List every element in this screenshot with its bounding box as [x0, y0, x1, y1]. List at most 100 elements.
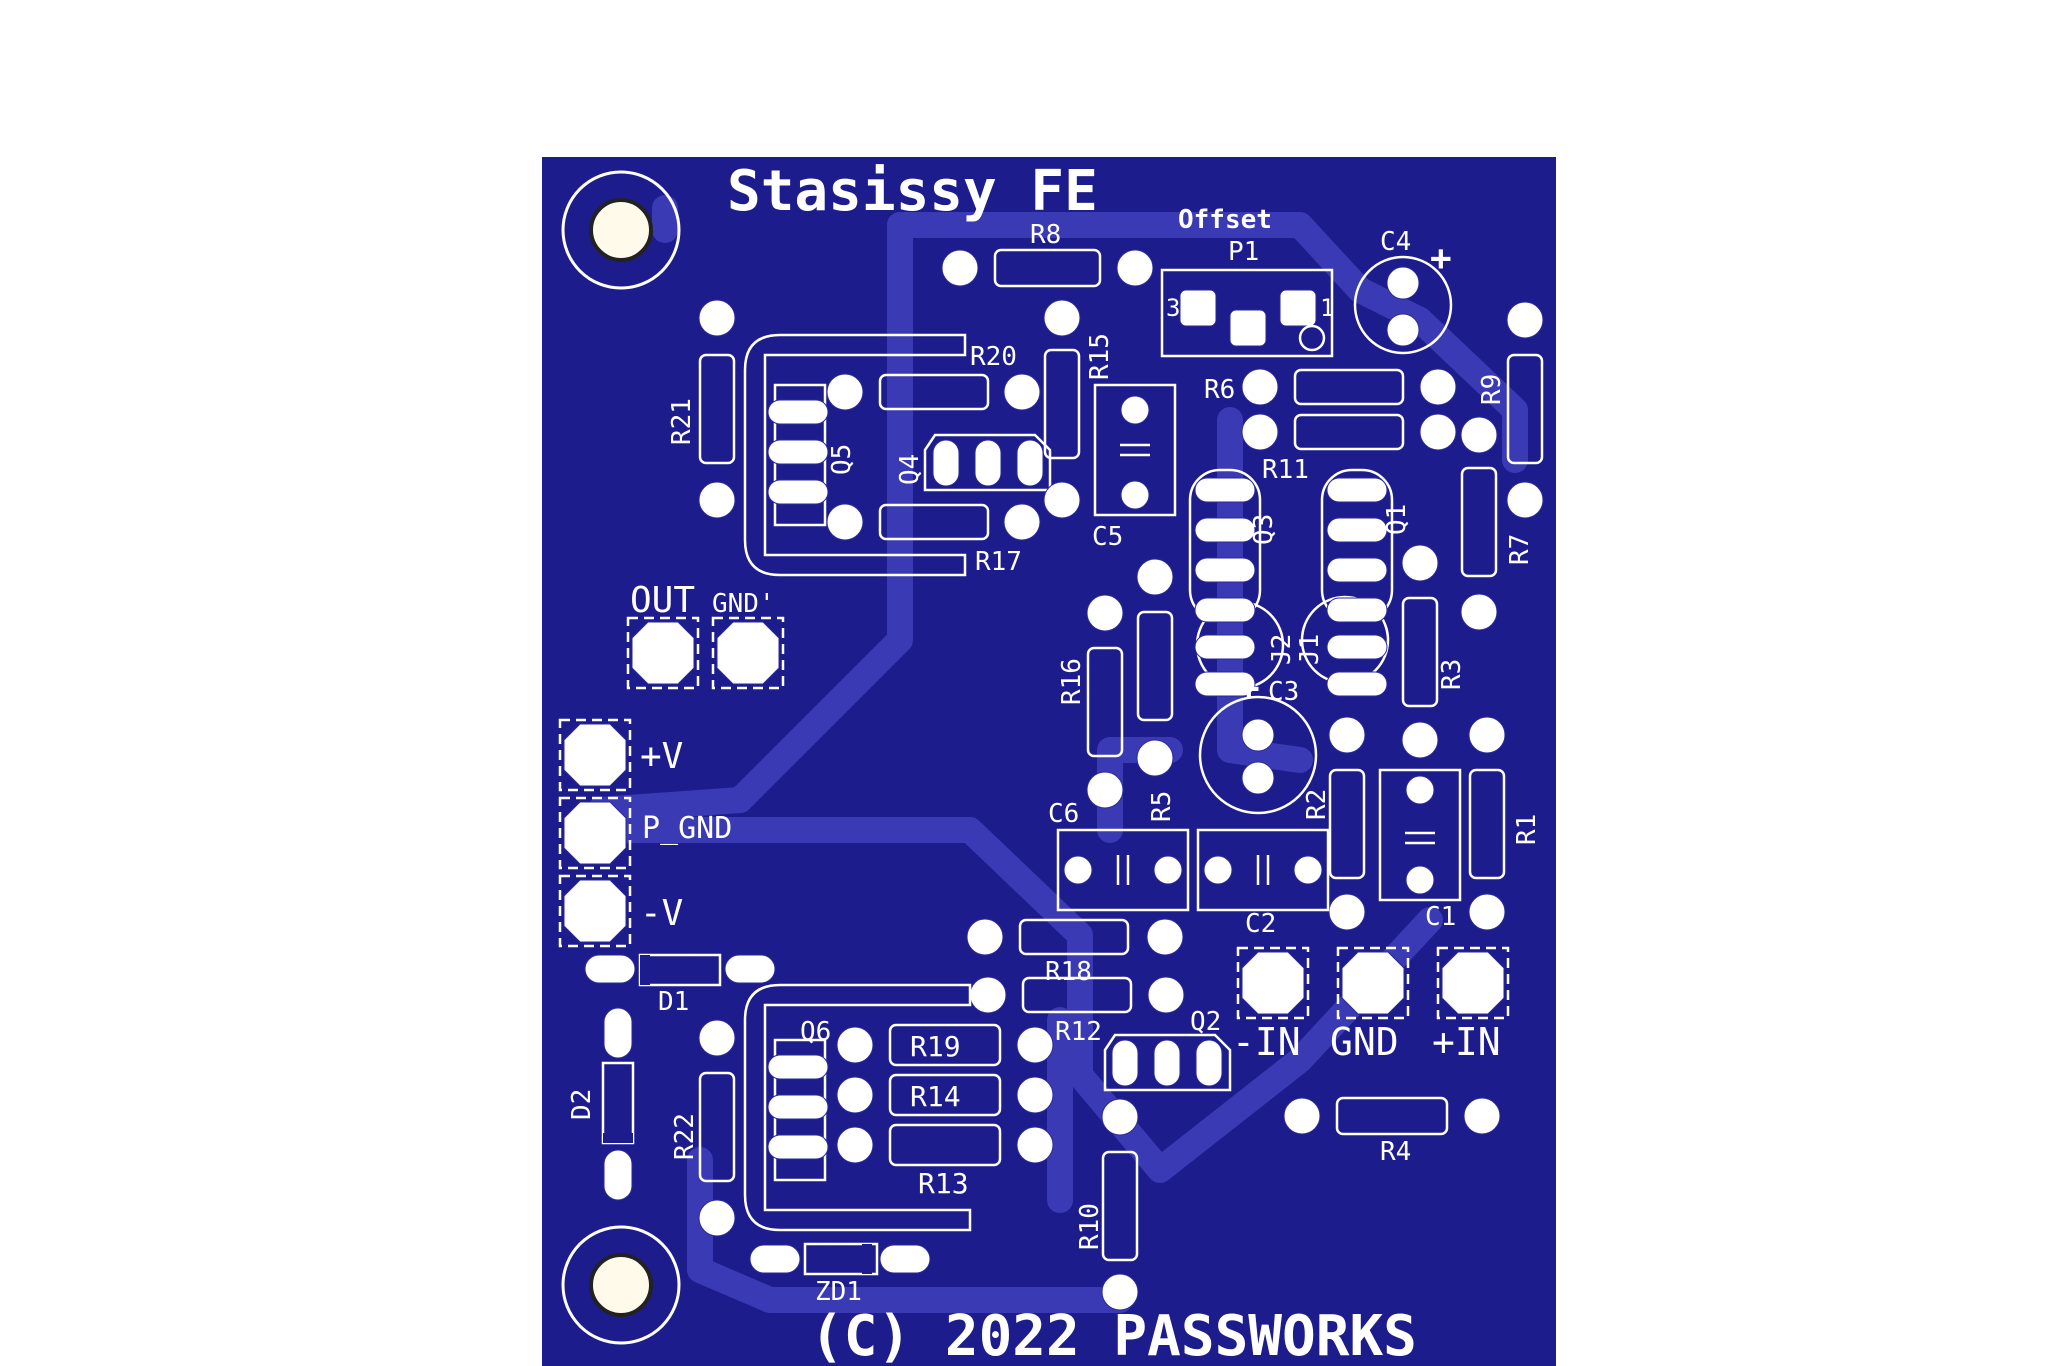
resistor-r10: R10 — [1075, 1098, 1139, 1311]
label-gnd-prime: GND' — [712, 589, 775, 619]
label-q6: Q6 — [800, 1017, 831, 1047]
resistor-r21: R21 — [667, 299, 736, 519]
label-pos-in: +IN — [1432, 1020, 1501, 1064]
capacitor-c1: C1 — [1378, 768, 1462, 932]
connector-pos-v: +V — [558, 718, 683, 792]
label-q3: Q3 — [1249, 514, 1279, 545]
mounting-hole-bottom — [561, 1225, 681, 1345]
label-r6: R6 — [1204, 375, 1235, 405]
label-c4: C4 — [1380, 227, 1411, 257]
connector-gnd-prime: GND' — [711, 589, 785, 690]
label-d2: D2 — [567, 1089, 597, 1120]
connector-pos-in: +IN — [1432, 946, 1510, 1064]
connector-p-gnd: P_GND — [558, 796, 732, 870]
trimmer-p1: Offset P1 3 1 — [1160, 205, 1334, 358]
resistor-r3: R3 — [1401, 544, 1467, 759]
fet-j2: J2 — [1194, 597, 1297, 697]
label-p1-pin3: 3 — [1166, 294, 1180, 322]
label-neg-in: -IN — [1232, 1020, 1301, 1064]
label-r3: R3 — [1437, 659, 1467, 690]
resistor-r19: R19 — [836, 1023, 1054, 1067]
resistor-r18: R18 — [966, 918, 1184, 987]
label-r21: R21 — [667, 398, 697, 445]
resistor-r6: R6 — [1204, 368, 1457, 406]
capacitor-c3: + C3 — [1198, 668, 1318, 815]
label-r11: R11 — [1262, 455, 1309, 485]
label-r16: R16 — [1057, 658, 1087, 705]
resistor-r11: R11 — [1241, 413, 1457, 485]
transistor-q5: Q5 — [743, 333, 967, 577]
connector-gnd: GND — [1330, 946, 1410, 1064]
label-c3: C3 — [1268, 677, 1299, 707]
transistor-q2: Q2 — [1103, 1007, 1232, 1092]
label-r1: R1 — [1512, 814, 1542, 845]
label-r5: R5 — [1147, 791, 1177, 822]
label-r8: R8 — [1030, 220, 1061, 250]
label-r2: R2 — [1302, 789, 1332, 820]
label-r10: R10 — [1075, 1203, 1105, 1250]
label-pos-v: +V — [640, 736, 683, 777]
label-j1: J1 — [1295, 634, 1325, 665]
label-r14: R14 — [910, 1080, 961, 1113]
label-r18: R18 — [1045, 957, 1092, 987]
mounting-hole-top — [561, 170, 681, 290]
label-c1: C1 — [1425, 902, 1456, 932]
resistor-r20: R20 — [826, 342, 1041, 411]
resistor-r5: R5 — [1136, 558, 1177, 822]
label-p1: P1 — [1228, 237, 1259, 267]
label-r15: R15 — [1085, 333, 1115, 380]
resistor-r15: R15 — [1043, 299, 1115, 519]
label-r7: R7 — [1505, 534, 1535, 565]
transistor-q6: Q6 — [743, 983, 972, 1232]
label-r9: R9 — [1477, 374, 1507, 405]
connector-neg-in: -IN — [1232, 946, 1310, 1064]
label-r22: R22 — [670, 1113, 700, 1160]
label-c5: C5 — [1092, 522, 1123, 552]
zener-diode-zd1: ZD1 — [749, 1242, 931, 1307]
label-p-gnd: P_GND — [642, 811, 732, 846]
resistor-r17: R17 — [826, 503, 1041, 577]
capacitor-c2: C2 — [1196, 828, 1330, 939]
label-r17: R17 — [975, 547, 1022, 577]
capacitor-c5: C5 — [1092, 383, 1177, 552]
board-copyright: (C) 2022 PASSWORKS — [810, 1304, 1417, 1366]
resistor-r13: R13 — [836, 1123, 1054, 1200]
resistor-r7: R7 — [1460, 416, 1535, 631]
diode-d1: D1 — [584, 953, 776, 1017]
label-offset: Offset — [1178, 205, 1272, 235]
label-j2: J2 — [1267, 634, 1297, 665]
label-r19: R19 — [910, 1030, 961, 1063]
diode-d2: D2 — [567, 1007, 635, 1201]
capacitor-c6: C6 — [1048, 799, 1190, 912]
resistor-r1: R1 — [1468, 716, 1542, 931]
label-r12: R12 — [1055, 1017, 1102, 1047]
label-p1-pin1: 1 — [1320, 294, 1334, 322]
label-r20: R20 — [970, 342, 1017, 372]
label-c6: C6 — [1048, 799, 1079, 829]
label-d1: D1 — [658, 987, 689, 1017]
label-r4: R4 — [1380, 1137, 1411, 1167]
resistor-r16: R16 — [1057, 594, 1124, 809]
label-neg-v: -V — [640, 893, 683, 934]
label-c3-plus: + — [1238, 668, 1260, 709]
resistor-r14: R14 — [836, 1073, 1054, 1117]
resistor-r22: R22 — [670, 1019, 736, 1237]
resistor-r2: R2 — [1302, 716, 1366, 931]
resistor-r9: R9 — [1477, 301, 1544, 519]
transistor-q1: Q1 — [1320, 468, 1412, 622]
label-c4-plus: + — [1430, 238, 1452, 279]
connector-neg-v: -V — [558, 874, 683, 948]
connector-out: OUT — [626, 580, 700, 690]
label-gnd: GND — [1330, 1020, 1399, 1064]
transistor-q4: Q4 — [895, 433, 1052, 492]
label-r13: R13 — [918, 1167, 969, 1200]
resistor-r4: R4 — [1283, 1096, 1501, 1167]
label-zd1: ZD1 — [815, 1277, 862, 1307]
resistor-r8: R8 — [941, 220, 1154, 288]
label-out: OUT — [630, 580, 695, 621]
fet-j1: J1 — [1295, 595, 1390, 697]
resistor-r12: R12 — [969, 976, 1185, 1047]
board-title: Stasissy FE — [727, 159, 1098, 224]
capacitor-c4: C4 + — [1353, 227, 1453, 355]
